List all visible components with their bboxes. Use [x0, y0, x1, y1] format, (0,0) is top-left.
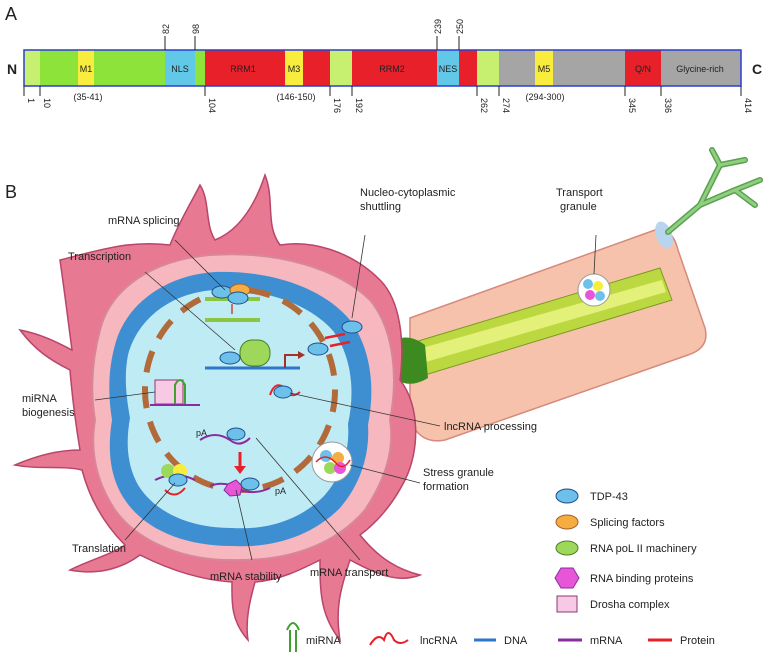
pos-98: 98 [191, 24, 201, 34]
biogenesis-label: biogenesis [22, 407, 75, 419]
lncrna-legend-icon [369, 632, 409, 646]
nucleo-cytoplasmic-label: Nucleo-cytoplasmic [360, 187, 456, 199]
transport-label: Transport [556, 187, 603, 199]
linker-2 [330, 50, 352, 86]
post-nes [459, 50, 477, 86]
splicing-factors-legend-icon [555, 514, 579, 530]
pos-1: 1 [26, 98, 36, 103]
lncrna-complex [269, 384, 301, 399]
m5-range: (294-300) [525, 92, 564, 102]
legend-lncrna: lncRNA [420, 635, 458, 647]
pos-239: 239 [433, 19, 443, 34]
pos-104: 104 [207, 98, 217, 113]
pos-336: 336 [663, 98, 673, 113]
panel-a-label: A [5, 4, 17, 24]
domain-bar [23, 49, 742, 87]
mrna-pa-complexes [199, 427, 271, 497]
pos-250: 250 [455, 19, 465, 34]
linker-3 [477, 50, 499, 86]
stress-granule [311, 441, 353, 483]
rrm1-label: RRM1 [230, 64, 256, 74]
segment-n-domain [40, 50, 165, 86]
pa-label-2: pA [275, 486, 286, 496]
m3-motif [285, 50, 303, 86]
panel-b-label: B [5, 182, 17, 202]
pos-414: 414 [743, 98, 753, 113]
m1-motif [78, 50, 94, 86]
granule-label: granule [560, 201, 597, 213]
nes-label: NES [439, 64, 458, 74]
mrna-stability-label: mRNA stability [210, 571, 282, 583]
rna-binding-legend-icon [554, 567, 580, 589]
translation-complex [154, 464, 196, 496]
nls-label: NLS [171, 64, 189, 74]
legend-dna: DNA [504, 635, 528, 647]
mrna-splicing-label: mRNA splicing [108, 215, 180, 227]
nes-domain [437, 50, 459, 86]
legend-splicing-factors: Splicing factors [590, 517, 665, 529]
lncrna-processing-label: lncRNA processing [444, 421, 537, 433]
linker-1 [195, 50, 205, 86]
pos-345: 345 [627, 98, 637, 113]
pos-82: 82 [161, 24, 171, 34]
transcription-label: Transcription [68, 251, 131, 263]
n-terminus-label: N [7, 61, 17, 77]
mirna-legend-icon [286, 622, 300, 652]
transport-granule [577, 273, 611, 307]
mirna-label: miRNA [22, 393, 57, 405]
pos-274: 274 [501, 98, 511, 113]
glycine-rich-domain [661, 50, 741, 86]
legend-protein: Protein [680, 635, 715, 647]
c-terminal-region [499, 50, 625, 86]
rna-pol-legend-icon [555, 540, 579, 556]
legend-mirna: miRNA [306, 635, 341, 647]
segment-n-terminal [24, 50, 40, 86]
glycine-rich-label: Glycine-rich [676, 64, 724, 74]
legend-rna-binding: RNA binding proteins [590, 573, 694, 585]
legend-tdp43: TDP-43 [590, 491, 628, 503]
legend-rna-pol: RNA poL II machinery [590, 543, 697, 555]
legend: TDP-43 Splicing factors RNA poL II machi… [554, 488, 697, 613]
domain-bar-outline [23, 49, 742, 87]
drosha-legend-icon [556, 595, 578, 613]
m5-label: M5 [538, 64, 551, 74]
bottom-legend: miRNA lncRNA DNA mRNA Protein [286, 622, 715, 652]
pos-262: 262 [479, 98, 489, 113]
leader-lines [94, 234, 597, 561]
stress-granule-label: Stress granule [423, 467, 494, 479]
translation-label: Translation [72, 543, 126, 555]
m1-label: M1 [80, 64, 93, 74]
formation-label: formation [423, 481, 469, 493]
mrna-transport-label: mRNA transport [310, 567, 388, 579]
shuttling-label: shuttling [360, 201, 401, 213]
rrm2-domain [352, 50, 437, 86]
qn-domain [625, 50, 661, 86]
rrm1-domain [205, 50, 330, 86]
legend-mrna: mRNA [590, 635, 623, 647]
pos-176: 176 [332, 98, 342, 113]
nls-domain [165, 50, 195, 86]
m3-label: M3 [288, 64, 301, 74]
m1-range: (35-41) [73, 92, 102, 102]
pa-label-1: pA [196, 428, 207, 438]
m3-range: (146-150) [276, 92, 315, 102]
transcription-complex [205, 320, 363, 370]
pos-192: 192 [354, 98, 364, 113]
pos-10: 10 [42, 98, 52, 108]
splicing-complex [205, 283, 260, 322]
rrm2-label: RRM2 [379, 64, 405, 74]
legend-drosha: Drosha complex [590, 599, 670, 611]
qn-label: Q/N [635, 64, 651, 74]
m5-motif [535, 50, 553, 86]
c-terminus-label: C [752, 61, 762, 77]
tdp43-legend-icon [555, 488, 579, 504]
